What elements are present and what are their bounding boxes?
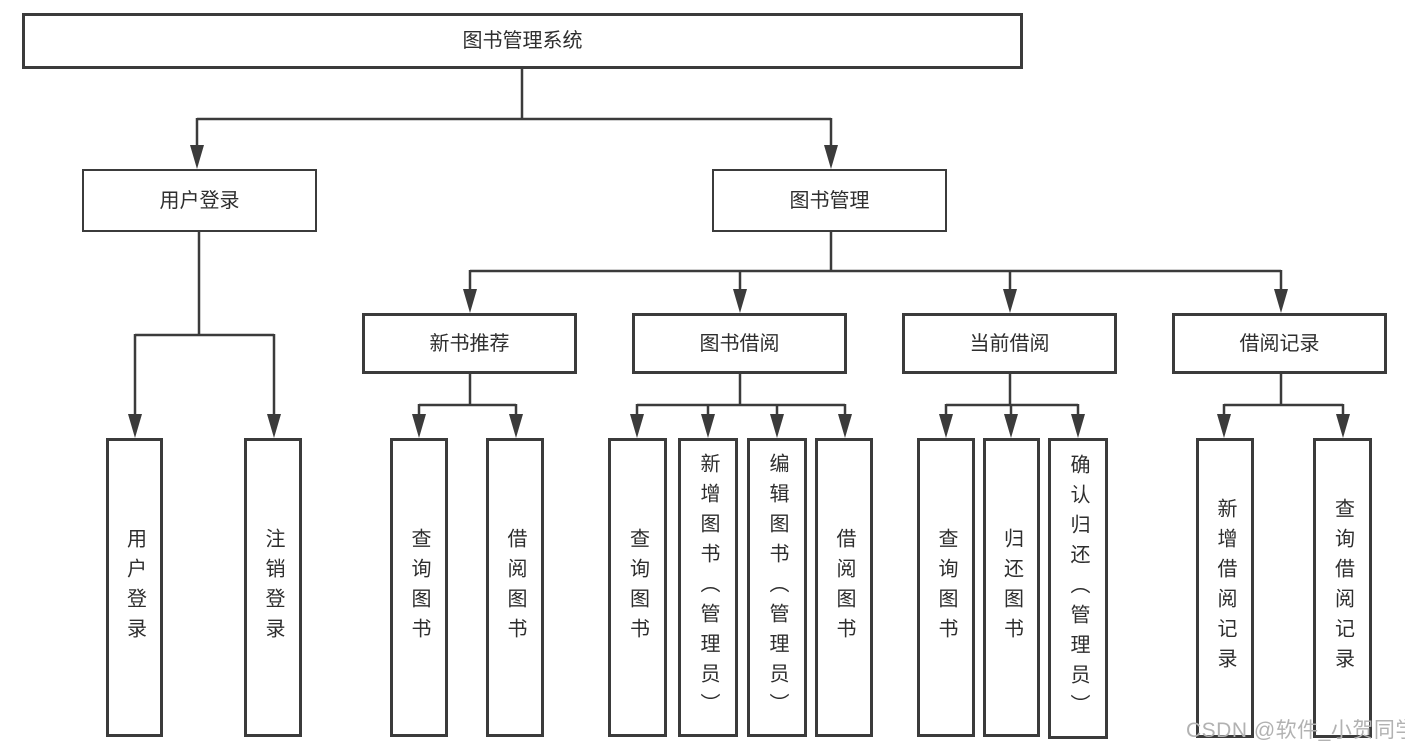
node-book-management: 图书管理 [712,169,947,232]
node-new-book-recommend: 新书推荐 [362,313,577,374]
node-leaf-confirm-return-admin: 确认归还（管理员） [1048,438,1108,739]
node-leaf-query-borrow-record: 查询借阅记录 [1313,438,1372,738]
node-leaf-query-books-borrow: 查询图书 [608,438,667,737]
node-leaf-query-books-current: 查询图书 [917,438,975,737]
node-leaf-logout: 注销登录 [244,438,302,737]
node-user-login: 用户登录 [82,169,317,232]
node-leaf-borrow-books-recommend: 借阅图书 [486,438,544,737]
node-leaf-add-borrow-record: 新增借阅记录 [1196,438,1254,738]
arrowhead-icons [128,145,1350,438]
node-leaf-user-login: 用户登录 [106,438,163,737]
node-library-management-system: 图书管理系统 [22,13,1023,69]
node-book-borrow: 图书借阅 [632,313,847,374]
csdn-watermark: CSDN @软件_小贺同学 [1186,719,1405,742]
node-leaf-add-books-admin: 新增图书（管理员） [678,438,738,737]
node-current-borrow: 当前借阅 [902,313,1117,374]
node-leaf-borrow-books: 借阅图书 [815,438,873,737]
node-leaf-query-books-recommend: 查询图书 [390,438,448,737]
node-borrow-records: 借阅记录 [1172,313,1387,374]
node-leaf-edit-books-admin: 编辑图书（管理员） [747,438,807,737]
node-leaf-return-books: 归还图书 [983,438,1040,737]
